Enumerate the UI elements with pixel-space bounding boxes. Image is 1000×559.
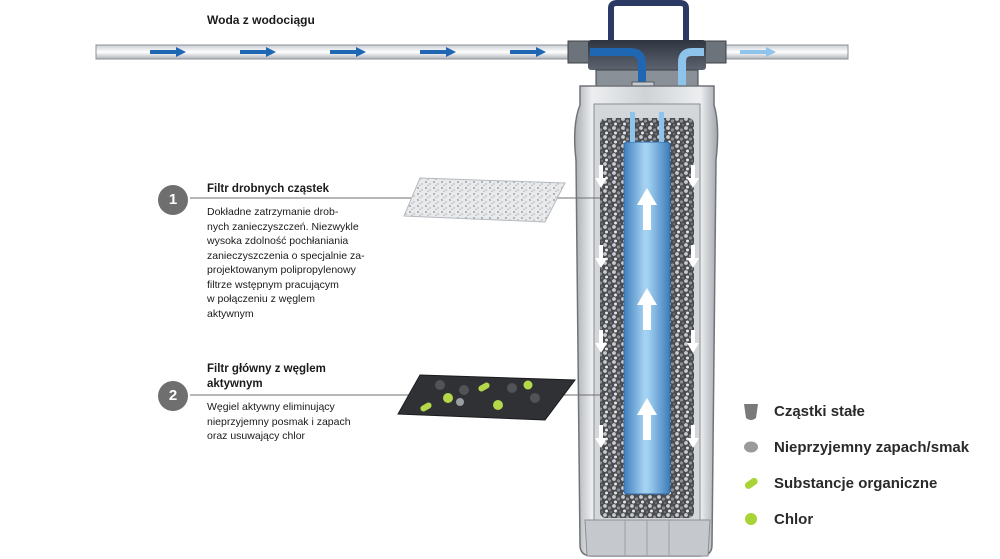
prefilter-sample <box>403 177 566 223</box>
legend-item-organic-substances: Substancje organiczne <box>774 475 938 492</box>
outlet-arrow-icon <box>740 47 776 57</box>
flow-arrow-icon <box>150 47 546 57</box>
chlorine-icon <box>745 513 757 525</box>
upflow-arrow-icon <box>637 188 657 440</box>
odor-taste-icon <box>744 441 758 453</box>
legend-item-chlorine: Chlor <box>774 511 814 528</box>
stage-1-description: Dokładne zatrzymanie drob- nych zanieczy… <box>207 206 365 320</box>
downflow-arrow-icon <box>595 165 699 448</box>
pipe-label: Woda z wodociągu <box>207 13 315 27</box>
filter-housing <box>573 85 719 557</box>
legend-item-odor-taste: Nieprzyjemny zapach/smak <box>774 439 970 456</box>
stage-1-title: Filtr drobnych cząstek <box>207 183 330 195</box>
water-pipe <box>95 44 849 60</box>
stage-1-badge: 1 <box>158 185 188 215</box>
outlet-fitting <box>703 40 727 64</box>
legend-item-solid-particles: Cząstki stałe <box>774 403 865 420</box>
stage-2-title: Filtr główny z węglem aktywnym <box>207 363 326 390</box>
stage-2-badge: 2 <box>158 381 188 411</box>
inlet-fitting <box>567 40 591 64</box>
carbon-filter-sample <box>397 374 576 421</box>
solid-particle-icon <box>744 404 758 420</box>
organic-substance-icon <box>744 477 758 489</box>
stage-2-description: Węgiel aktywny eliminujący nieprzyjemny … <box>207 401 351 442</box>
